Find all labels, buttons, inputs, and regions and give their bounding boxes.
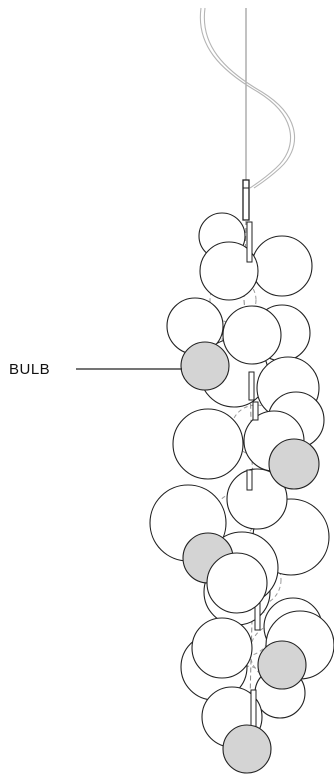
callout-label: BULB [9,361,50,378]
front-bulb [172,408,244,480]
front-bulbs-overlay [206,552,268,614]
front-bulb [206,552,268,614]
canopy-stem [242,179,250,221]
front-bulb [222,305,282,365]
front-bulb [251,235,313,297]
front-bulb [226,468,288,530]
power-cord-inner [203,7,296,189]
highlighted-bulbs [180,341,320,774]
front-bulb [199,241,259,301]
bulb-highlighted [268,438,320,490]
power-cord [199,7,292,189]
bulb-highlighted [257,640,307,690]
bulb-highlighted [222,724,272,774]
front-bulb [191,617,253,679]
bulb-highlighted [180,341,230,391]
